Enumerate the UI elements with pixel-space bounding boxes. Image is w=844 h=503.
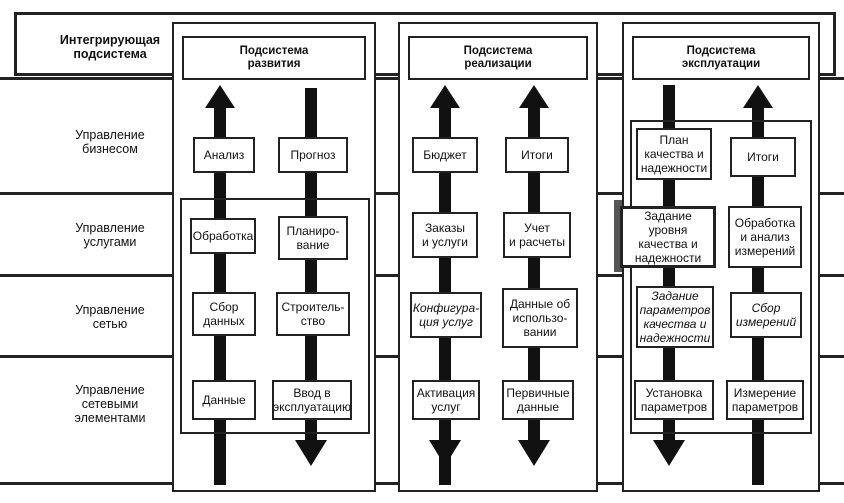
box-data: Данные — [192, 380, 256, 420]
box-planning: Планиро- вание — [278, 216, 348, 260]
arrow-up-development — [205, 85, 235, 485]
inner-frame-exploitation — [630, 120, 812, 434]
box-analysis: Анализ — [193, 137, 255, 173]
box-commissioning: Ввод в эксплуатацию — [272, 380, 352, 420]
arrow-down-realization-right — [518, 440, 550, 466]
inner-frame-development — [180, 198, 370, 434]
box-measurement-analysis: Обработка и анализ измерений — [728, 206, 802, 268]
box-service-configuration: Конфигура- ция услуг — [410, 292, 482, 338]
box-usage-data: Данные об использо- вании — [502, 288, 578, 348]
box-construction: Строитель- ство — [276, 292, 350, 336]
box-quality-level: Задание уровня качества и надежности — [620, 206, 716, 268]
box-orders-services: Заказы и услуги — [412, 212, 478, 258]
row-label-services: Управление услугами — [75, 221, 145, 249]
arrow-down-realization-left — [429, 440, 461, 466]
box-forecast: Прогноз — [278, 137, 348, 173]
box-processing: Обработка — [190, 218, 256, 254]
box-data-collection: Сбор данных — [192, 292, 256, 336]
row-label-network: Управление сетью — [75, 303, 145, 331]
box-service-activation: Активация услуг — [412, 380, 480, 420]
arrow-up-realization-left — [430, 85, 460, 485]
box-quality-parameters: Задание параметров качества и надежности — [636, 286, 714, 348]
box-primary-data: Первичные данные — [502, 380, 574, 420]
box-budget: Бюджет — [412, 137, 478, 173]
box-parameter-measurement: Измерение параметров — [726, 380, 804, 420]
column-title-development: Подсистема развития — [182, 36, 366, 80]
box-accounting: Учет и расчеты — [503, 212, 571, 258]
arrow-up-realization-right — [519, 85, 549, 440]
box-results-realization: Итоги — [505, 137, 569, 173]
row-label-business: Управление бизнесом — [75, 128, 145, 156]
box-parameter-setup: Установка параметров — [634, 380, 714, 420]
arrow-up-exploitation-right — [743, 85, 773, 485]
arrow-down-development — [295, 88, 327, 466]
box-quality-plan: План качества и надежности — [636, 128, 712, 180]
row-label-integrating: Интегрирующая подсистема — [59, 33, 161, 61]
column-title-exploitation: Подсистема эксплуатации — [632, 36, 810, 80]
box-measurement-collection: Сбор измерений — [730, 292, 802, 338]
row-label-elements: Управление сетевыми элементами — [74, 383, 146, 425]
column-title-realization: Подсистема реализации — [408, 36, 588, 80]
box-results-exploitation: Итоги — [730, 137, 796, 177]
arrow-down-exploitation-left — [653, 85, 685, 466]
